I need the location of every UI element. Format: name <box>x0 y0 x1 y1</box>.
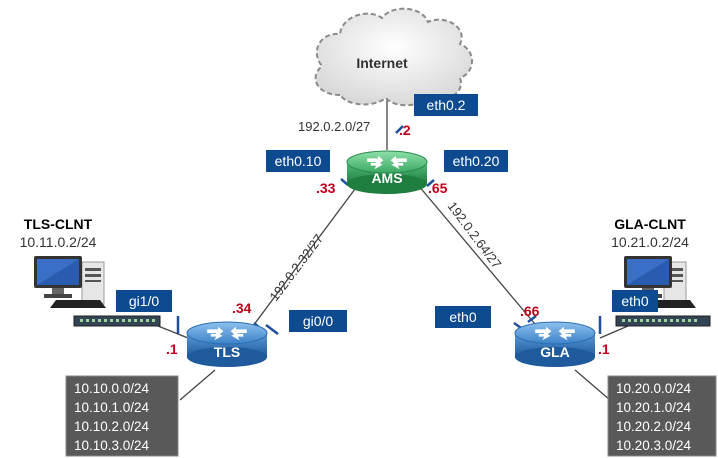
router-arrows-icon <box>367 155 407 170</box>
iface-ams-right: eth0.20 <box>444 150 508 172</box>
router-arrows-icon <box>535 326 575 341</box>
gla-client-ip: 10.21.0.2/24 <box>611 234 689 250</box>
router-tls-label: TLS <box>214 344 240 360</box>
router-ams-label: AMS <box>371 170 402 186</box>
tls-routes-box: 10.10.0.0/24 10.10.1.0/24 10.10.2.0/24 1… <box>65 375 179 457</box>
iface-gla-right: eth0 <box>612 290 658 312</box>
iface-ams-uplink: eth0.2 <box>414 94 478 116</box>
iface-tls-right: gi0/0 <box>289 310 347 332</box>
iface-tls-right-label: gi0/0 <box>303 313 334 329</box>
router-ams[interactable]: AMS <box>346 150 428 194</box>
link-gla-client <box>599 325 629 339</box>
iface-ams-right-label: eth0.20 <box>453 153 500 169</box>
tls-route-entry: 10.10.1.0/24 <box>74 400 150 415</box>
gla-route-entry: 10.20.0.0/24 <box>616 381 692 396</box>
gla-route-entry: 10.20.3.0/24 <box>616 438 692 453</box>
router-gla-label: GLA <box>540 344 570 360</box>
subnet-internet-link: 192.0.2.0/27 <box>298 119 370 134</box>
subnet-ams-tls: 192.0.2.32/27 <box>266 231 326 304</box>
router-gla[interactable]: GLA <box>514 321 596 367</box>
iface-ams-left: eth0.10 <box>266 150 330 172</box>
internet-label: Internet <box>356 55 408 71</box>
link-tls-client <box>157 325 189 339</box>
iface-gla-right-label: eth0 <box>621 293 648 309</box>
tls-client-workstation-icon[interactable] <box>34 256 161 327</box>
ip-gla-uplink: .66 <box>520 303 540 319</box>
iface-tls-left: gi1/0 <box>116 290 172 312</box>
internet-cloud: Internet <box>314 7 473 107</box>
subnet-ams-gla: 192.0.2.64/27 <box>445 199 505 272</box>
tls-client-name: TLS-CLNT <box>24 216 93 232</box>
tls-route-entry: 10.10.0.0/24 <box>74 381 150 396</box>
iface-ams-uplink-label: eth0.2 <box>427 97 466 113</box>
ip-ams-right: .65 <box>428 180 448 196</box>
link-ams-gla <box>417 184 541 331</box>
router-tls[interactable]: TLS <box>186 321 268 367</box>
gla-route-entry: 10.20.2.0/24 <box>616 419 692 434</box>
iface-ams-left-label: eth0.10 <box>275 153 322 169</box>
link-tls-routes <box>179 369 216 401</box>
router-arrows-icon <box>207 326 247 341</box>
tls-route-entry: 10.10.2.0/24 <box>74 419 150 434</box>
iface-gla-left: eth0 <box>435 306 491 328</box>
tls-route-entry: 10.10.3.0/24 <box>74 438 150 453</box>
tls-client-ip: 10.11.0.2/24 <box>20 234 97 250</box>
link-gla-routes <box>574 369 611 401</box>
gla-routes-box: 10.20.0.0/24 10.20.1.0/24 10.20.2.0/24 1… <box>607 375 717 457</box>
gla-client-name: GLA-CLNT <box>614 216 686 232</box>
gla-route-entry: 10.20.1.0/24 <box>616 400 692 415</box>
links <box>157 95 629 401</box>
ip-tls-client: .1 <box>166 341 178 357</box>
ip-ams-left: .33 <box>316 180 336 196</box>
iface-tls-left-label: gi1/0 <box>129 293 160 309</box>
ip-gla-client: .1 <box>598 341 610 357</box>
iface-gla-left-label: eth0 <box>449 309 476 325</box>
ip-tls-uplink: .34 <box>232 300 252 316</box>
ip-ams-uplink: .2 <box>399 122 411 138</box>
link-ams-tls <box>249 184 359 331</box>
